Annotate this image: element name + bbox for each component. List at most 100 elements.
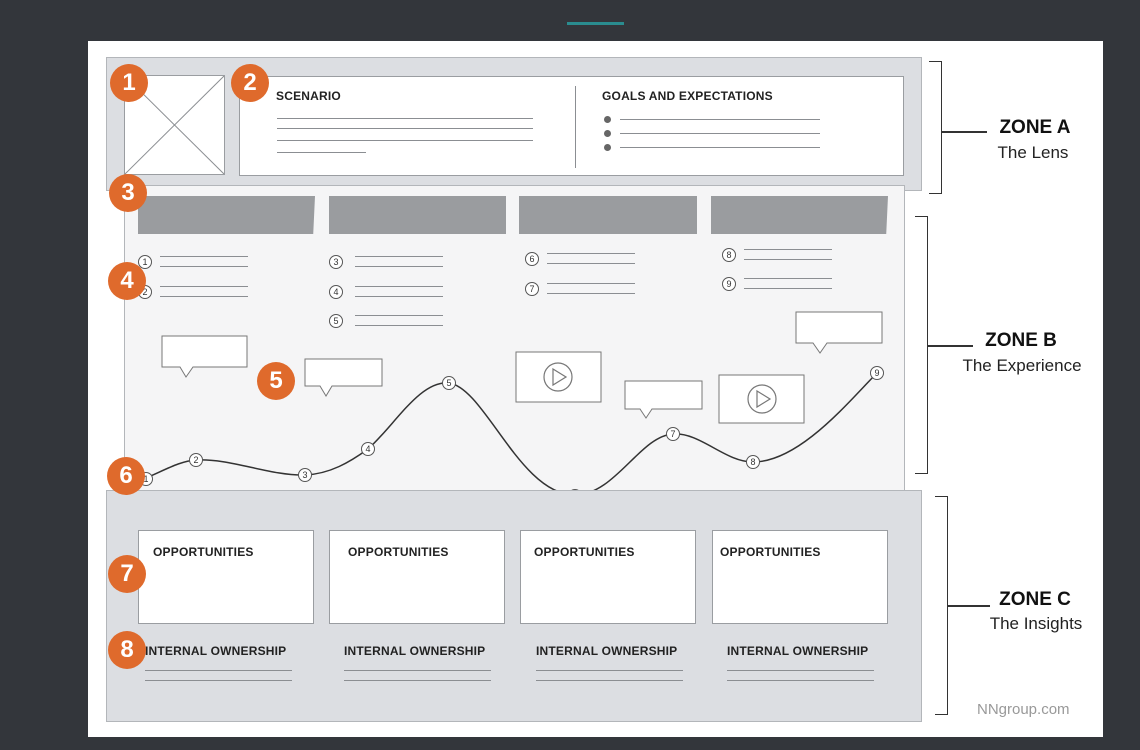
persona-image-placeholder [124,75,225,175]
curve-point: 5 [442,376,456,390]
callout-badge: 2 [231,64,269,102]
ownership-line [536,680,683,681]
play-icon [543,362,573,392]
callout-badge: 8 [108,631,146,669]
phase-header [329,196,506,234]
ownership-line [344,670,491,671]
opportunities-card [520,530,696,624]
goal-bullet [604,144,611,151]
callout-badge: 3 [109,174,147,212]
action-number: 9 [722,277,736,291]
opportunities-label: OPPORTUNITIES [348,545,449,559]
goal-line [620,147,820,148]
callout-badge: 1 [110,64,148,102]
curve-point: 4 [361,442,375,456]
action-number: 4 [329,285,343,299]
scenario-line [277,128,533,129]
curve-point: 3 [298,468,312,482]
action-line [355,325,443,326]
zone-c-bracket [935,496,948,715]
action-number: 1 [138,255,152,269]
action-line [547,293,635,294]
action-line [160,286,248,287]
action-line [355,296,443,297]
scenario-label: SCENARIO [276,89,341,103]
action-line [547,263,635,264]
action-line [355,266,443,267]
action-line [744,259,832,260]
zone-c-title: ZONE C [999,589,1071,610]
callout-badge: 7 [108,555,146,593]
zone-c-subtitle: The Insights [989,614,1083,633]
scenario-goals-card [239,76,904,176]
ownership-line [344,680,491,681]
callout-badge: 6 [107,457,145,495]
ownership-line [536,670,683,671]
thought-bubble [161,335,248,378]
goal-bullet [604,130,611,137]
zone-a-title: ZONE A [999,117,1071,138]
curve-point: 7 [666,427,680,441]
callout-badge: 4 [108,262,146,300]
experience-curve [145,372,878,496]
action-number: 7 [525,282,539,296]
action-line [355,286,443,287]
phase-header [519,196,697,234]
card-divider [575,86,576,168]
action-number: 3 [329,255,343,269]
zone-a-tick [942,131,987,133]
ownership-label: INTERNAL OWNERSHIP [727,644,869,658]
opportunities-card [329,530,505,624]
video-thumbnail [718,374,805,424]
zone-b-subtitle: The Experience [962,356,1082,375]
curve-point: 8 [746,455,760,469]
thought-bubble [624,380,703,419]
action-number: 5 [329,314,343,328]
goal-line [620,119,820,120]
goals-label: GOALS AND EXPECTATIONS [602,89,773,103]
source-credit: NNgroup.com [977,701,1070,718]
action-line [355,256,443,257]
action-number: 6 [525,252,539,266]
ownership-line [145,680,292,681]
action-line [744,249,832,250]
curve-point: 2 [189,453,203,467]
play-icon [747,384,777,414]
ownership-label: INTERNAL OWNERSHIP [536,644,678,658]
curve-point: 9 [870,366,884,380]
opportunities-label: OPPORTUNITIES [153,545,254,559]
action-line [355,315,443,316]
opportunities-card [712,530,888,624]
video-thumbnail [515,351,602,403]
action-line [160,266,248,267]
scenario-line [277,152,366,153]
thought-bubble [304,358,383,397]
action-line [547,283,635,284]
opportunities-label: OPPORTUNITIES [534,545,635,559]
action-line [744,278,832,279]
action-line [160,256,248,257]
zone-c-tick [948,605,990,607]
opportunities-label: OPPORTUNITIES [720,545,821,559]
zone-a-subtitle: The Lens [997,143,1069,162]
phase-header [711,196,888,234]
ownership-label: INTERNAL OWNERSHIP [344,644,486,658]
ownership-line [145,670,292,671]
zone-a-bracket [929,61,942,194]
goal-bullet [604,116,611,123]
top-accent-line [567,22,624,25]
zone-b-bracket [915,216,928,474]
ownership-line [727,670,874,671]
action-line [547,253,635,254]
goal-line [620,133,820,134]
action-number: 8 [722,248,736,262]
action-line [160,296,248,297]
action-line [744,288,832,289]
opportunities-card [138,530,314,624]
zone-b-tick [928,345,973,347]
zone-b-title: ZONE B [985,330,1057,351]
phase-header [138,196,315,234]
callout-badge: 5 [257,362,295,400]
thought-bubble [795,311,883,354]
